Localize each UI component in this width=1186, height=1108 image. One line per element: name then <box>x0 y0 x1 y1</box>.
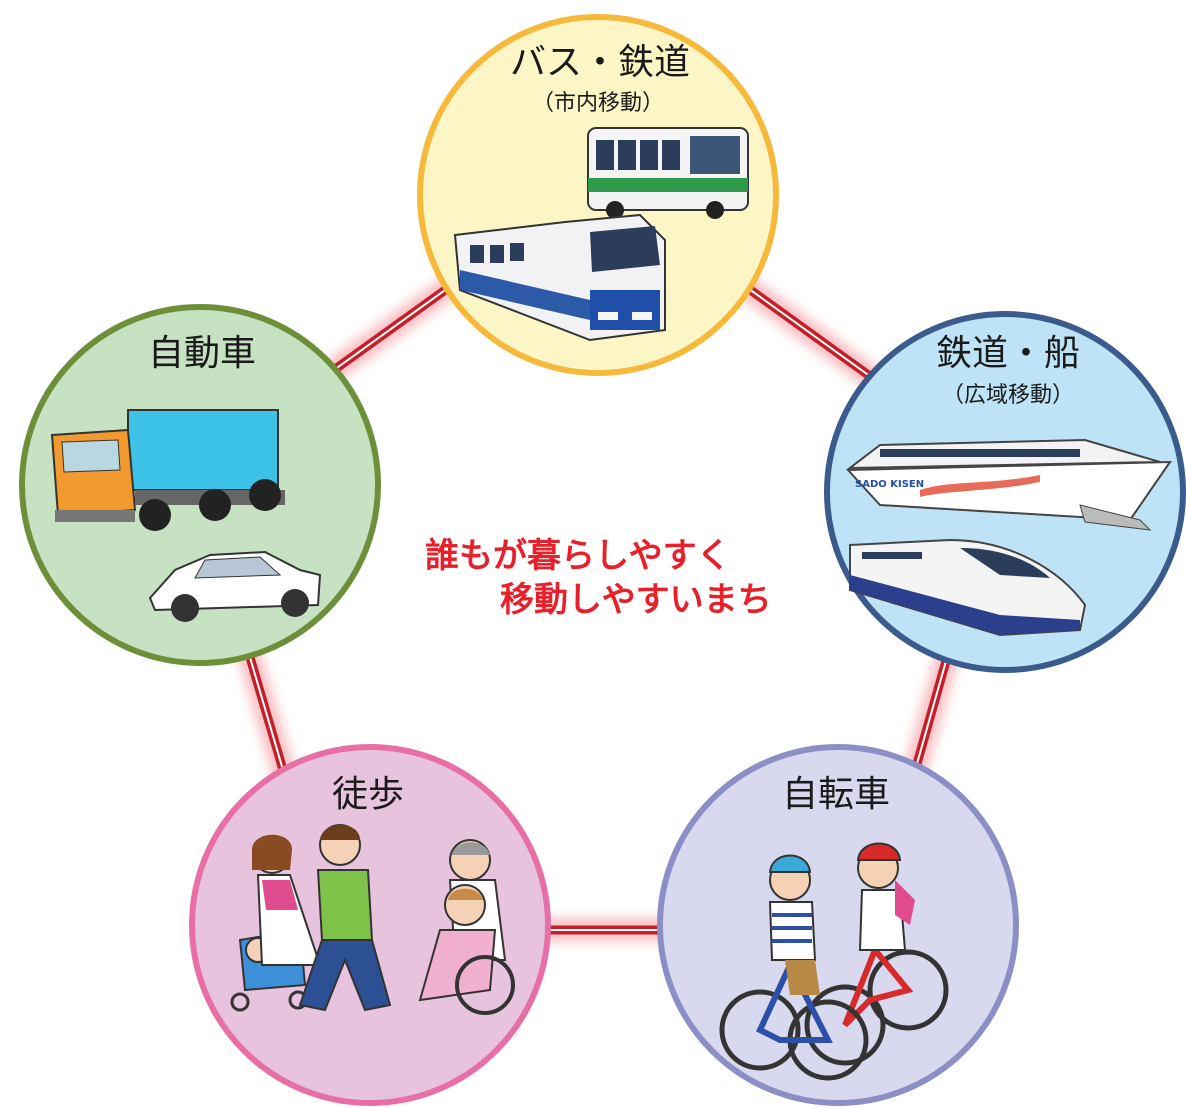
pedestrians-illustration <box>230 824 515 1015</box>
node-rail-ship-title: 鉄道・船 <box>936 333 1080 374</box>
slogan-line-2: 移動しやすいまち <box>500 580 772 620</box>
ferry-illustration: SADO KISEN <box>845 438 1172 531</box>
node-bicycle-title: 自転車 <box>782 774 890 815</box>
cyclists-illustration <box>719 842 949 1081</box>
node-walking-title: 徒歩 <box>332 774 404 815</box>
node-bus-rail-subtitle: （市内移動） <box>532 91 664 116</box>
node-rail-ship: 鉄道・船 （広域移動） SADO KISEN <box>824 311 1186 673</box>
slogan-line-1: 誰もが暮らしやすく <box>425 536 731 576</box>
node-car-title: 自動車 <box>148 333 256 374</box>
node-bicycle: 自転車 <box>657 744 1019 1106</box>
train-illustration <box>453 213 666 342</box>
ferry-logo-text: SADO KISEN <box>855 479 924 490</box>
car-illustration <box>148 550 322 622</box>
shinkansen-illustration <box>849 538 1087 637</box>
truck-illustration <box>50 409 285 531</box>
node-bus-rail: バス・鉄道 （市内移動） <box>417 14 779 376</box>
node-car: 自動車 <box>19 304 381 666</box>
node-rail-ship-subtitle: （広域移動） <box>942 383 1074 408</box>
slogan: 誰もが暮らしやすく 移動しやすいまち <box>425 536 773 621</box>
node-bus-rail-title: バス・鉄道 <box>510 42 690 83</box>
node-walking: 徒歩 <box>189 744 551 1106</box>
bus-illustration <box>587 127 749 219</box>
